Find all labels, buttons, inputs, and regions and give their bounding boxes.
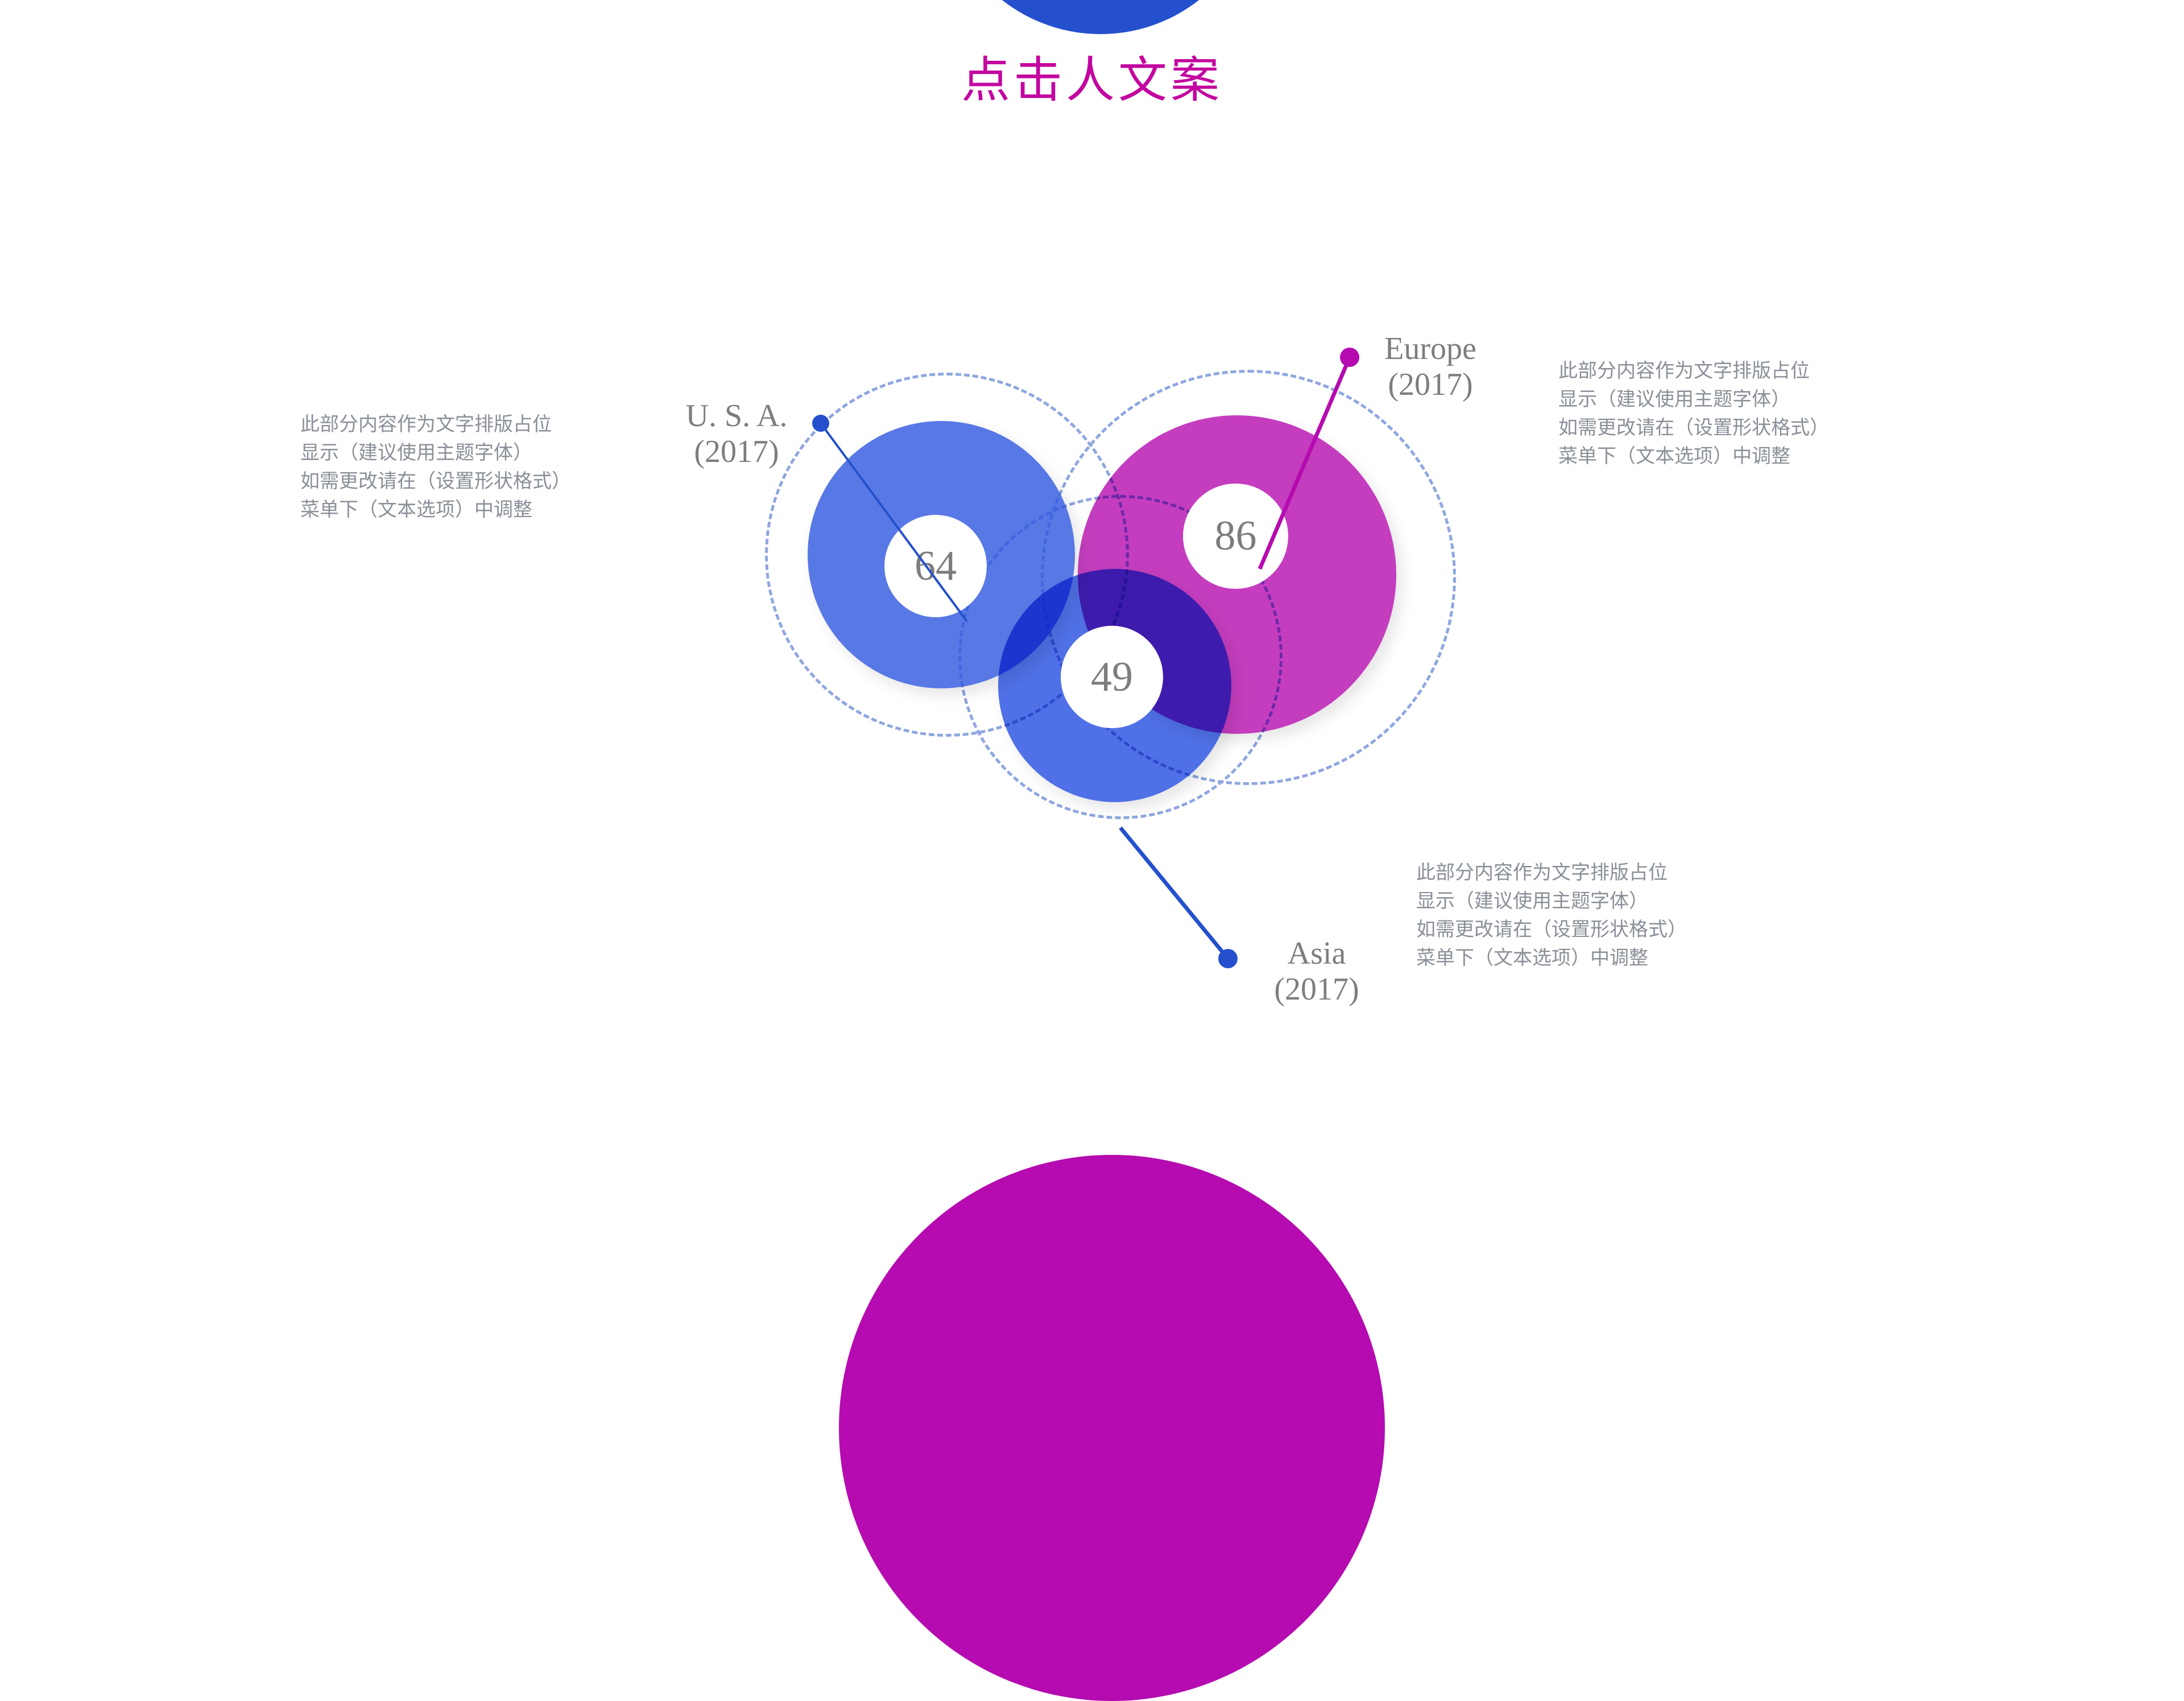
description-left: 此部分内容作为文字排版占位 显示（建议使用主题字体） 如需更改请在（设置形状格式…: [300, 414, 571, 521]
region-label-usa: U. S. A. (2017): [668, 398, 805, 469]
slide-canvas: 点击人文案 64 86 49 U. S. A. (2017) Europe (2…: [300, 0, 1829, 1701]
connector-dot-europe: [1340, 348, 1359, 367]
region-name-asia: Asia: [1287, 936, 1346, 971]
connector-dot-asia: [1218, 949, 1238, 968]
region-name-usa: U. S. A.: [685, 398, 788, 433]
magenta-circle-decoration: [839, 1155, 1385, 1701]
connector-dot-usa: [812, 415, 829, 432]
region-year-usa: (2017): [694, 433, 779, 469]
region-name-europe: Europe: [1384, 331, 1476, 366]
blue-circle-decoration: [941, 0, 1260, 34]
region-year-europe: (2017): [1388, 366, 1473, 402]
page-title: 点击人文案: [961, 53, 1223, 108]
value-europe: 86: [1183, 484, 1288, 589]
venn-diagram: 64 86 49: [756, 341, 1496, 944]
description-bottom: 此部分内容作为文字排版占位 显示（建议使用主题字体） 如需更改请在（设置形状格式…: [1416, 862, 1687, 969]
region-label-asia: Asia (2017): [1251, 936, 1382, 1007]
value-usa: 64: [884, 515, 987, 617]
value-asia: 49: [1061, 626, 1163, 728]
region-year-asia: (2017): [1274, 971, 1359, 1007]
region-label-europe: Europe (2017): [1365, 331, 1496, 402]
description-right: 此部分内容作为文字排版占位 显示（建议使用主题字体） 如需更改请在（设置形状格式…: [1558, 360, 1829, 467]
